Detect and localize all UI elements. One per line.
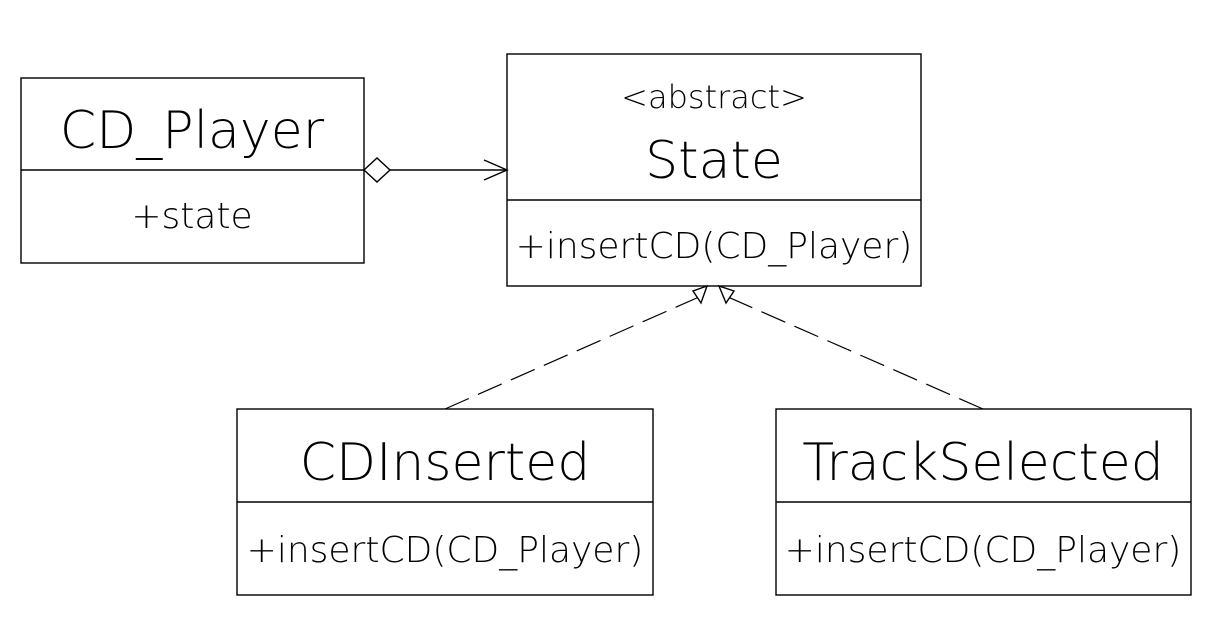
class-track-selected[interactable]: TrackSelected +insertCD(CD_Player) <box>775 408 1192 596</box>
realization-connector-cd-inserted <box>444 284 709 410</box>
class-cd-inserted[interactable]: CDInserted +insertCD(CD_Player) <box>236 408 654 596</box>
class-cd-player[interactable]: CD_Player +state <box>20 77 365 264</box>
class-state[interactable]: <abstract> State +insertCD(CD_Player) <box>506 53 922 287</box>
class-state-name: State <box>645 131 783 191</box>
aggregation-connector <box>362 157 509 183</box>
open-arrowhead <box>483 159 509 181</box>
class-state-member: +insertCD(CD_Player) <box>516 226 913 267</box>
realization-line-track-selected <box>727 296 984 410</box>
aggregation-diamond <box>362 157 392 183</box>
realization-connector-track-selected <box>717 284 984 410</box>
class-cd-inserted-member: +insertCD(CD_Player) <box>247 530 644 571</box>
class-track-selected-member: +insertCD(CD_Player) <box>785 530 1182 571</box>
class-cd-player-name: CD_Player <box>60 101 325 161</box>
class-state-stereotype: <abstract> <box>621 78 807 116</box>
class-track-selected-name: TrackSelected <box>802 433 1164 493</box>
realization-triangle-cd-inserted <box>691 284 709 305</box>
realization-triangle-track-selected <box>717 284 736 305</box>
realization-line-cd-inserted <box>444 296 700 410</box>
class-state-box <box>506 53 922 287</box>
class-cd-player-member: +state <box>131 196 252 237</box>
class-cd-inserted-name: CDInserted <box>300 433 591 493</box>
